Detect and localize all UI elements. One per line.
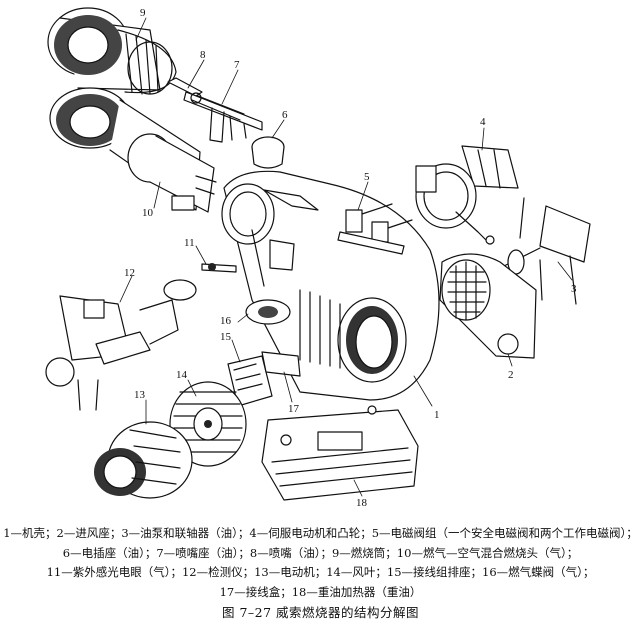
callout-5: 5 [364, 171, 370, 183]
detector-drawing [45, 279, 197, 411]
legend-line-1: 1—机壳；2—进风座；3—油泵和联轴器（油）；4—伺服电动机和凸轮；5—电磁阀组… [3, 526, 638, 540]
callout-16: 16 [220, 315, 232, 327]
callout-15: 15 [220, 331, 232, 343]
gas-butterfly-drawing [245, 299, 291, 325]
figure-title: 图 7–27 威索燃烧器的结构分解图 [221, 605, 420, 620]
gas-air-head-drawing [49, 87, 217, 213]
callout-12: 12 [124, 267, 135, 279]
callout-8: 8 [200, 49, 206, 61]
nozzle-drawing [167, 77, 263, 143]
callout-7: 7 [234, 59, 240, 71]
legend-line-2: 6—电插座（油）；7—喷嘴座（油）；8—喷嘴（油）；9—燃烧筒；10—燃气—空气… [62, 545, 579, 560]
callout-17: 17 [288, 403, 300, 415]
oil-pump-drawing [499, 197, 591, 305]
callout-14: 14 [176, 369, 188, 381]
callout-numbers: 1 2 3 4 5 6 7 8 9 10 11 12 13 14 15 16 1… [124, 7, 577, 509]
callout-9: 9 [140, 7, 146, 19]
air-inlet-drawing [439, 253, 537, 359]
callout-13: 13 [134, 389, 146, 401]
callout-18: 18 [356, 497, 368, 509]
solenoid-valve-drawing [337, 203, 413, 255]
exploded-diagram: 1 2 3 4 5 6 7 8 9 10 11 12 13 14 15 16 1… [45, 7, 591, 509]
parts-legend: 1—机壳；2—进风座；3—油泵和联轴器（油）；4—伺服电动机和凸轮；5—电磁阀组… [0, 524, 641, 602]
servo-motor-drawing [415, 145, 519, 245]
electric-motor-drawing [94, 421, 193, 499]
uv-eye-drawing [201, 263, 237, 273]
combustion-tube-drawing [47, 7, 177, 95]
leader-lines [119, 17, 573, 497]
callout-4: 4 [480, 116, 486, 128]
legend-line-4: 17—接线盒；18—重油加热器（重油） [219, 584, 422, 599]
legend-line-3: 11—紫外感光电眼（气）；12—检测仪；13—电动机；14—风叶；15—接线组排… [46, 565, 595, 579]
electrical-socket-drawing [251, 136, 285, 169]
callout-2: 2 [508, 369, 514, 381]
callout-6: 6 [282, 109, 288, 121]
callout-10: 10 [142, 207, 154, 219]
callout-3: 3 [571, 283, 577, 295]
oil-heater-drawing [261, 405, 419, 501]
terminal-block-drawing [227, 351, 301, 407]
callout-11: 11 [184, 237, 195, 249]
callout-1: 1 [434, 409, 440, 421]
